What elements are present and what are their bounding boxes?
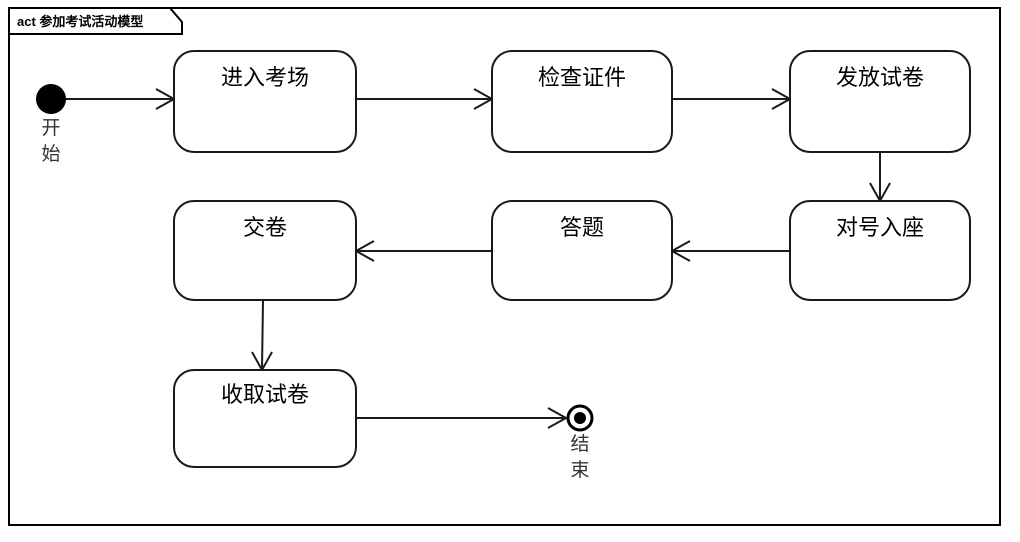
activity-node-n3-label: 发放试卷 xyxy=(836,65,924,90)
activity-node-n7-label: 收取试卷 xyxy=(221,382,309,407)
activity-node-n1[interactable] xyxy=(173,50,357,153)
initial-node[interactable] xyxy=(36,84,66,114)
final-node-label-char-2: 束 xyxy=(570,459,589,481)
frame-label-text: act 参加考试活动模型 xyxy=(17,14,143,29)
arrowhead-n7-to-end xyxy=(547,407,569,429)
diagram-frame xyxy=(8,7,1001,526)
activity-node-n4-label: 对号入座 xyxy=(836,215,924,240)
activity-node-n2-label: 检查证件 xyxy=(538,65,626,90)
final-node-dot xyxy=(574,412,586,424)
final-node-label-char-1: 结 xyxy=(570,433,589,455)
activity-node-n1-label: 进入考场 xyxy=(221,65,309,90)
frame-label-tab xyxy=(8,7,183,35)
activity-node-n6[interactable] xyxy=(173,200,357,301)
activity-node-n6-label: 交卷 xyxy=(243,215,287,240)
activity-node-n2[interactable] xyxy=(491,50,673,153)
initial-node-label-char-2: 始 xyxy=(41,143,60,165)
initial-node-label-char-1: 开 xyxy=(41,118,60,139)
activity-node-n5-label: 答题 xyxy=(560,215,604,240)
edge-n6-to-n7 xyxy=(261,299,264,370)
